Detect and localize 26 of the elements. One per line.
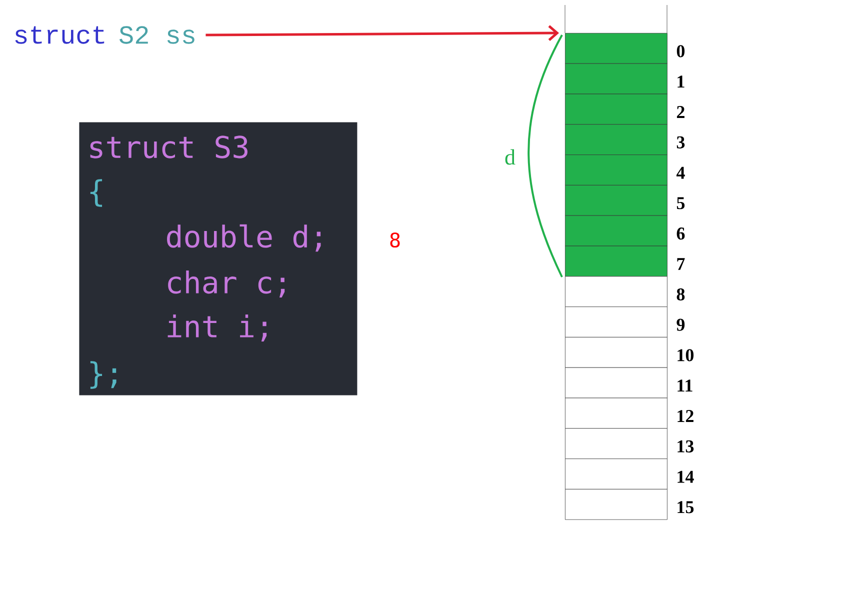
code-line: }; — [90, 361, 116, 389]
offset-number: 14 — [678, 470, 694, 483]
offset-number: 6 — [676, 228, 685, 240]
code-line: struct S3 — [90, 136, 248, 158]
struct-declaration: struct S2 ss — [15, 26, 194, 44]
offset-number: 0 — [676, 45, 685, 58]
offset-number: 15 — [678, 501, 694, 514]
offset-number: 3 — [676, 136, 685, 148]
offset-number: 12 — [678, 410, 694, 422]
bracket-label: d — [505, 149, 516, 165]
code-line: int i; — [168, 314, 267, 342]
offset-number: 8 — [676, 288, 685, 300]
offset-number: 2 — [676, 106, 684, 118]
offset-number: 13 — [678, 440, 694, 452]
offset-number: 10 — [678, 349, 694, 362]
code-line: { — [90, 179, 102, 207]
offset-number: 5 — [676, 197, 685, 210]
arrow — [206, 25, 559, 41]
offset-number: 11 — [678, 380, 692, 392]
offset-number: 7 — [677, 258, 685, 270]
code-line: double d; — [167, 224, 321, 252]
code-line: char c; — [168, 270, 285, 298]
size-note: 8 — [390, 232, 400, 248]
offset-number: 4 — [676, 166, 685, 179]
offset-number: 9 — [676, 318, 685, 331]
offset-number: 1 — [678, 76, 684, 88]
